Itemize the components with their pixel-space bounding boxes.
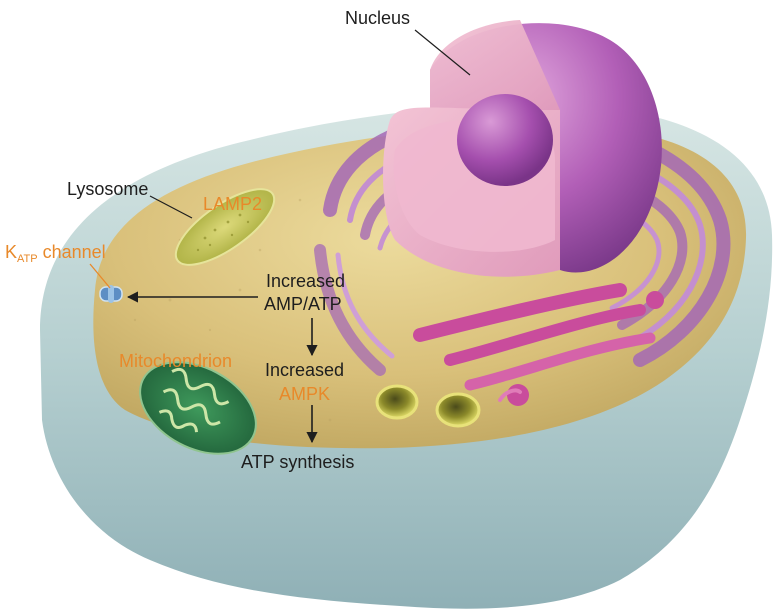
label-increased-2: Increased bbox=[265, 360, 344, 380]
label-katp-sub: ATP bbox=[17, 253, 38, 265]
katp-channel-icon bbox=[100, 285, 122, 303]
label-lamp2: LAMP2 bbox=[203, 194, 262, 214]
label-nucleus: Nucleus bbox=[345, 8, 410, 28]
label-mitochondrion: Mitochondrion bbox=[119, 351, 232, 371]
label-lysosome: Lysosome bbox=[67, 179, 148, 199]
label-increased-1: Increased bbox=[266, 271, 345, 291]
label-katp-channel-word: channel bbox=[43, 242, 106, 262]
nucleolus bbox=[457, 94, 553, 186]
label-amp-atp: AMP/ATP bbox=[264, 294, 342, 314]
label-katp-k: K bbox=[5, 242, 17, 262]
label-katp-channel: KATP channel bbox=[5, 242, 106, 265]
label-ampk: AMPK bbox=[279, 384, 330, 404]
label-atp-synthesis: ATP synthesis bbox=[241, 452, 354, 472]
